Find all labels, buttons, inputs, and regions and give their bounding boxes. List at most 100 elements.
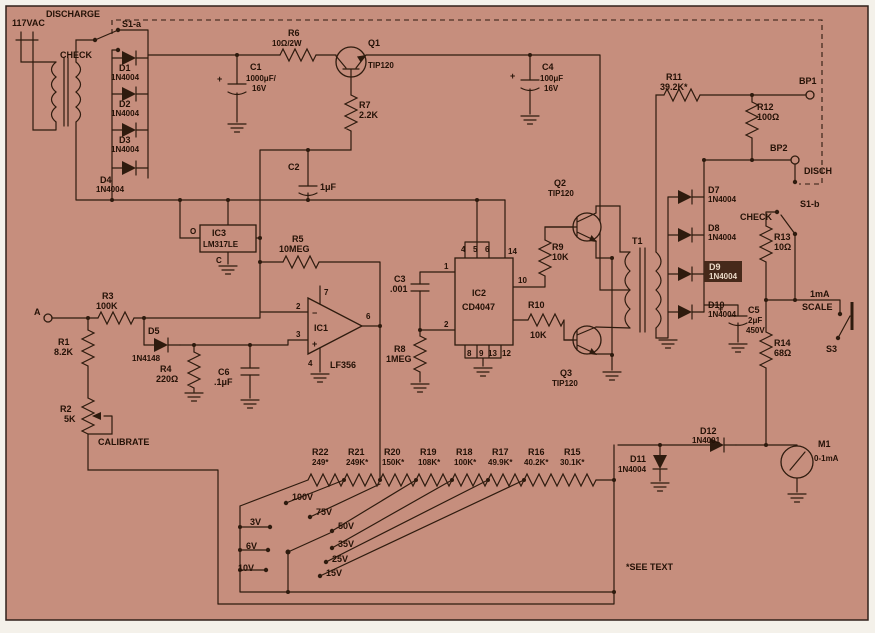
r13-value: 10Ω (774, 242, 791, 252)
r18-label: R18 (456, 447, 473, 457)
c4-label: C4 (542, 62, 554, 72)
range-3v-label[interactable]: 3V (250, 517, 261, 527)
d10-label: D10 (708, 300, 725, 310)
scale-label: SCALE (802, 302, 833, 312)
range-10v-label[interactable]: 10V (238, 563, 254, 573)
ic1-pin4: 4 (308, 359, 313, 368)
board-background (5, 5, 869, 621)
s1b-switch[interactable] (774, 179, 798, 237)
ic3-regulator (199, 224, 257, 253)
c5-value1: 2μF (748, 316, 762, 325)
r9-value: 10K (552, 252, 569, 262)
r6-value: 10Ω/2W (272, 39, 302, 48)
r20-label: R20 (384, 447, 401, 457)
r21-value: 249K* (346, 458, 369, 467)
ic2-pin13: 13 (488, 349, 497, 358)
transistor-q1 (335, 46, 367, 96)
range-selector-switch[interactable] (263, 500, 335, 579)
s1a-switch[interactable] (92, 27, 121, 53)
c2-value: 1μF (320, 182, 337, 192)
range-100v-label[interactable]: 100V (292, 492, 313, 502)
ic2-pin9: 9 (479, 349, 484, 358)
range-15v-label[interactable]: 15V (326, 568, 342, 578)
c3-value: .001 (390, 284, 408, 294)
d11-label: D11 (630, 454, 646, 464)
r16-value: 40.2K* (524, 458, 549, 467)
c6-label: C6 (218, 367, 230, 377)
calibrate-label: CALIBRATE (98, 437, 149, 447)
ic2-label: IC2 (472, 288, 486, 298)
d3-label: D3 (119, 135, 131, 145)
r10-value: 10K (530, 330, 547, 340)
ic1-plus-sign: + (312, 339, 317, 349)
c1-plus-sign: + (217, 74, 222, 84)
a-terminal-label: A (34, 307, 41, 317)
ic1-pin2: 2 (296, 302, 301, 311)
switch-gang-linkage (111, 19, 823, 185)
ic1-opamp (307, 296, 364, 356)
binding-post-bp2[interactable] (790, 155, 800, 165)
ic2-pin14: 14 (508, 247, 517, 256)
vac-label: 117VAC (12, 18, 45, 28)
r5-value: 10MEG (279, 244, 310, 254)
s1a-label: S1-a (122, 19, 142, 29)
d12-value: 1N4001 (692, 436, 721, 445)
c2-label: C2 (288, 162, 300, 172)
d10-value: 1N4004 (708, 310, 737, 319)
ic2-pin10: 10 (518, 276, 527, 285)
discharge-label: DISCHARGE (46, 9, 100, 19)
r14-value: 68Ω (774, 348, 791, 358)
bp1-label: BP1 (799, 76, 817, 86)
range-50v-label[interactable]: 50V (338, 521, 354, 531)
wire-segment (51, 54, 631, 605)
r13-label: R13 (774, 232, 791, 242)
binding-post-bp1[interactable] (805, 90, 815, 100)
range-35v-label[interactable]: 35V (338, 539, 354, 549)
d12-label: D12 (700, 426, 717, 436)
r19-value: 108K* (418, 458, 441, 467)
r14-label: R14 (774, 338, 791, 348)
ic2-pin1: 1 (444, 262, 449, 271)
capacitor-c6 (240, 367, 260, 376)
d4-value: 1N4004 (96, 185, 125, 194)
capacitor-c2 (298, 185, 318, 197)
calibrate-pot-r2[interactable] (81, 397, 101, 435)
c3-label: C3 (394, 274, 406, 284)
range-75v-label[interactable]: 75V (316, 507, 332, 517)
ic3-pin-o: O (190, 227, 196, 236)
ic2-pin6: 6 (485, 245, 490, 254)
ic1-pin3: 3 (296, 330, 301, 339)
d11-value: 1N4004 (618, 465, 647, 474)
q2-label: Q2 (554, 178, 566, 188)
s3-switch[interactable] (835, 302, 854, 341)
scale-1ma-label: 1mA (810, 289, 830, 299)
r17-value: 49.9K* (488, 458, 513, 467)
transistor-q2 (544, 212, 602, 242)
transformer-t1 (624, 247, 662, 333)
wiring (15, 19, 841, 605)
s1b-label: S1-b (800, 199, 820, 209)
r16-label: R16 (528, 447, 545, 457)
range-6v-label[interactable]: 6V (246, 541, 257, 551)
q3-value: TIP120 (552, 379, 578, 388)
t1-label: T1 (632, 236, 643, 246)
d9-value: 1N4004 (709, 272, 738, 281)
m1-value: 0-1mA (814, 454, 839, 463)
input-terminal-a[interactable] (43, 313, 53, 323)
components (43, 27, 854, 579)
r7-value: 2.2K (359, 110, 379, 120)
r20-value: 150K* (382, 458, 405, 467)
d2-value: 1N4004 (111, 109, 140, 118)
d1-label: D1 (119, 63, 131, 73)
r9-label: R9 (552, 242, 564, 252)
ic2-pin5: 5 (473, 245, 478, 254)
r18-value: 100K* (454, 458, 477, 467)
wire-segment (217, 325, 615, 605)
c1-value2: 16V (252, 84, 267, 93)
range-25v-label[interactable]: 25V (332, 554, 348, 564)
r6-label: R6 (288, 28, 300, 38)
r1-label: R1 (58, 337, 70, 347)
ic3-label: IC3 (212, 228, 226, 238)
ic2-pin4: 4 (461, 245, 466, 254)
